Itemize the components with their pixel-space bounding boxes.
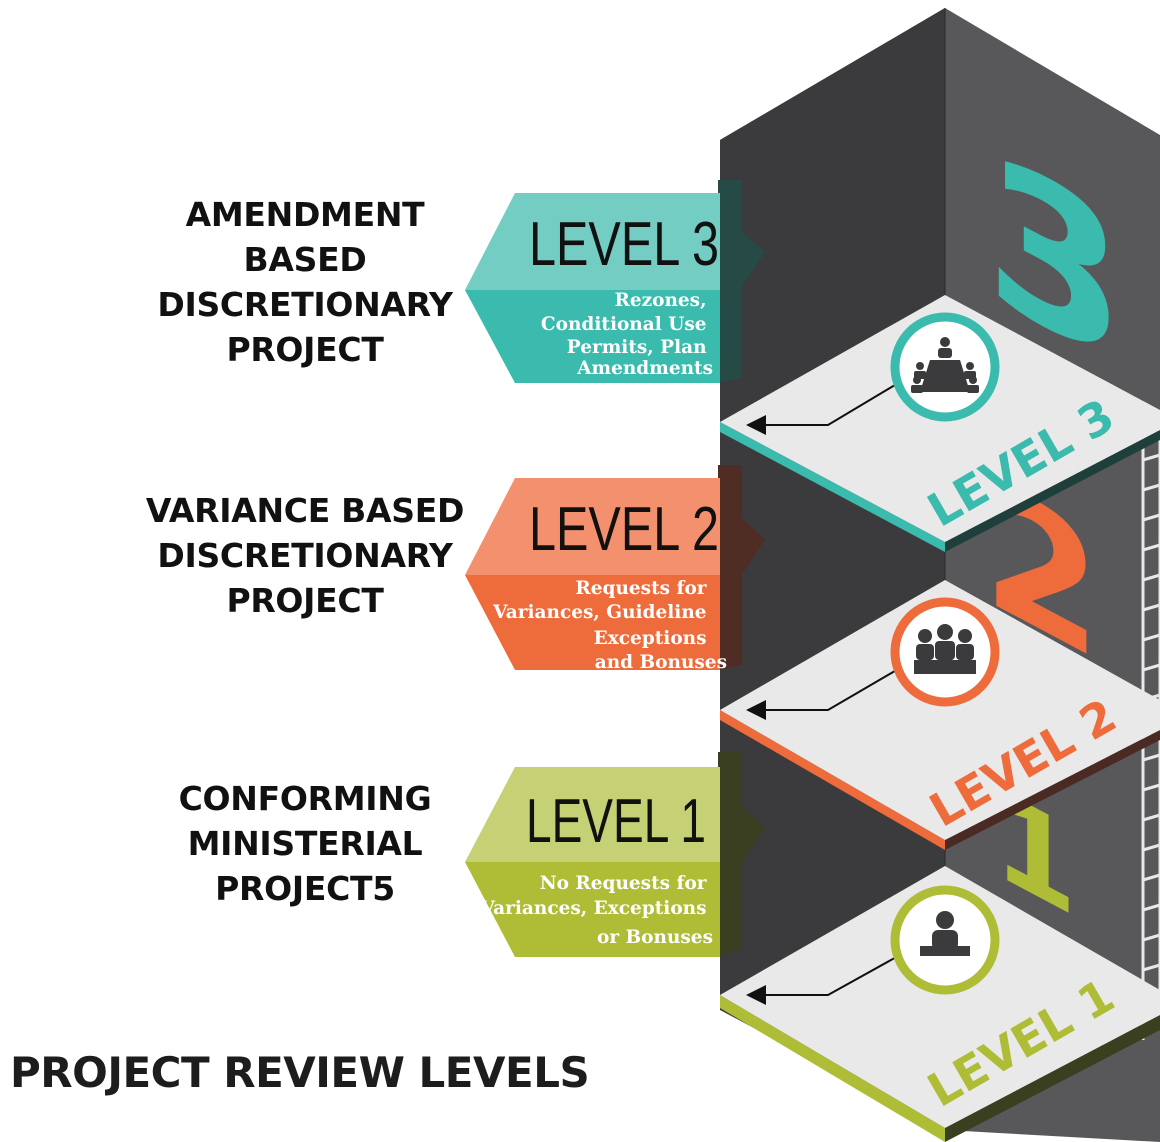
floor-1-front-edge: [720, 995, 945, 1142]
single-person-desk-icon: [920, 911, 970, 956]
level-2-tag-bottom: [465, 575, 720, 670]
floor-2-top: [720, 580, 1160, 840]
floor-1-side-edge: [945, 1015, 1160, 1142]
level-2-tag-title: LEVEL 2: [529, 495, 719, 564]
panel-group-icon: [914, 624, 976, 674]
level-3-tag-bottom: [465, 290, 720, 383]
floor-2-arrow: [746, 667, 901, 720]
level-2-description: Requests for Variances, Guideline Except…: [492, 578, 727, 673]
level-3-tag-tab: [718, 180, 765, 383]
level-3-heading: AMENDMENT BASED DISCRETIONARY PROJECT: [157, 195, 453, 369]
floor-1-top: [720, 866, 1160, 1128]
floor-2-side-edge: [945, 730, 1160, 850]
floor-3-side-edge: [945, 430, 1160, 552]
level-2-tag-tab: [718, 465, 765, 670]
level-3-tag-top: [465, 193, 720, 290]
building-left-wall: [720, 8, 945, 1130]
level-1-tag-top: [465, 767, 720, 862]
level-2-heading: VARIANCE BASED DISCRETIONARY PROJECT: [145, 491, 465, 620]
level-1-description: No Requests for Variances, Exceptions or…: [479, 873, 713, 948]
level-2-tag-top: [465, 478, 720, 575]
level-2-tag: LEVEL 2 Requests for Variances, Guidelin…: [465, 465, 765, 673]
level-1-tag-bottom: [465, 862, 720, 957]
floor-3-arrow: [746, 381, 901, 435]
building-right-wall: [945, 8, 1160, 1142]
page-title: PROJECT REVIEW LEVELS: [10, 1048, 590, 1097]
level-3-tag: LEVEL 3 Rezones, Conditional Use Permits…: [465, 180, 765, 383]
level-3-tag-title: LEVEL 3: [529, 210, 719, 279]
level-1-tag: LEVEL 1 No Requests for Variances, Excep…: [465, 752, 765, 957]
level-1-tag-tab: [718, 752, 765, 956]
floor-1-arrow: [746, 954, 901, 1005]
floor-2-front-edge: [720, 710, 945, 850]
level-1-tag-title: LEVEL 1: [526, 787, 706, 856]
floor-level-2: LEVEL 2: [720, 580, 1160, 850]
boardroom-meeting-icon: [911, 337, 979, 393]
floor-3-front-edge: [720, 422, 945, 552]
level-1-heading: CONFORMING MINISTERIAL PROJECT5: [178, 779, 432, 908]
level-3-description: Rezones, Conditional Use Permits, Plan A…: [541, 290, 713, 379]
